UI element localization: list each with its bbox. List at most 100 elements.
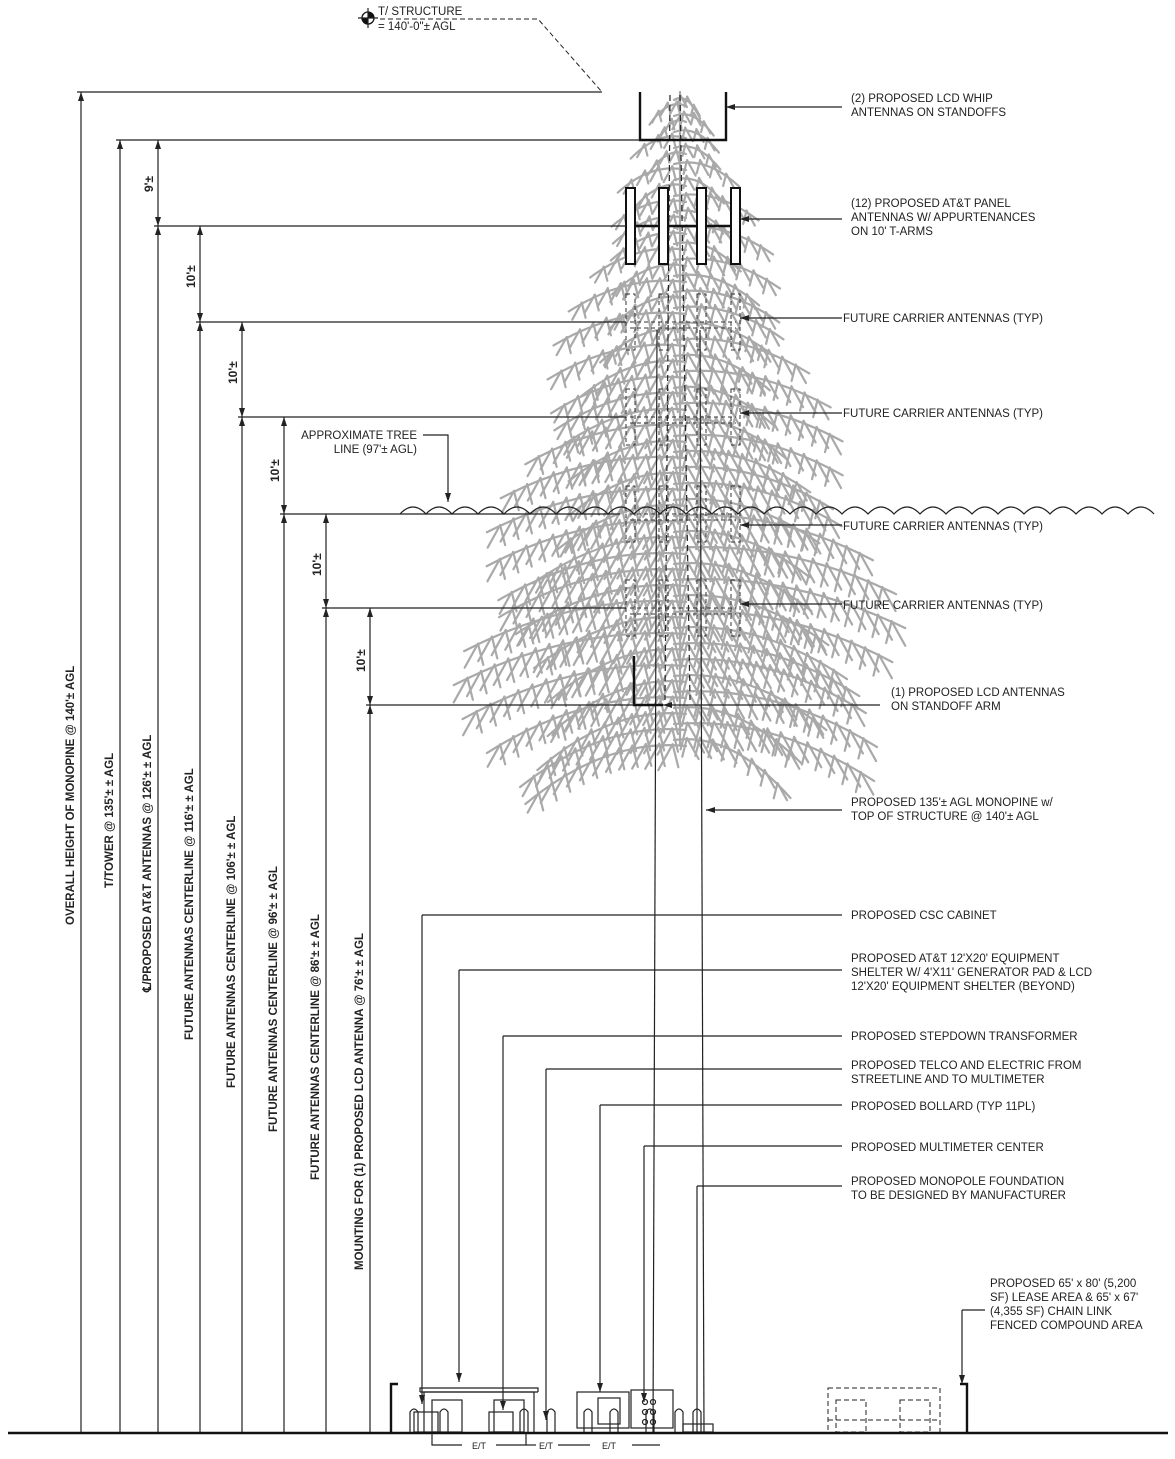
tree-needle bbox=[779, 494, 787, 517]
tree-needle bbox=[698, 432, 716, 461]
tree-needle bbox=[631, 742, 647, 770]
tree-needle bbox=[671, 519, 681, 549]
tree-needle bbox=[680, 593, 688, 618]
tree-needle bbox=[658, 469, 666, 491]
tree-needle bbox=[747, 503, 755, 525]
vertical-elevation-labels: OVERALL HEIGHT OF MONOPINE @ 140'± AGL T… bbox=[65, 666, 366, 1270]
tree-branch bbox=[672, 193, 760, 222]
tree-needle bbox=[737, 678, 745, 701]
tree-needle bbox=[730, 393, 737, 411]
tree-needle bbox=[590, 488, 608, 518]
tree-needle bbox=[580, 595, 588, 619]
tree-needle bbox=[632, 278, 640, 299]
callout-line: ANTENNAS W/ APPURTENANCES bbox=[851, 212, 1036, 224]
tree-needle bbox=[783, 697, 798, 721]
tree-needle bbox=[708, 448, 716, 470]
tree-needle bbox=[708, 528, 716, 551]
tree-needle bbox=[792, 523, 809, 551]
tree-needle bbox=[713, 353, 726, 374]
tree-needle bbox=[722, 172, 728, 188]
callout-line: 12'X20' EQUIPMENT SHELTER (BEYOND) bbox=[851, 981, 1075, 993]
dimension-arrow bbox=[367, 608, 373, 617]
tree-needle bbox=[619, 282, 627, 302]
tree-needle bbox=[571, 301, 583, 321]
tree-needle bbox=[539, 781, 554, 804]
tree-needle bbox=[644, 742, 653, 767]
tree-needle bbox=[831, 633, 839, 659]
tree-needle bbox=[699, 335, 715, 361]
tree-needle bbox=[787, 735, 796, 761]
tree-needle bbox=[632, 361, 639, 380]
bollard bbox=[519, 1408, 529, 1433]
tree-needle bbox=[745, 402, 753, 427]
tree-needle bbox=[631, 582, 648, 611]
tree-needle bbox=[817, 627, 826, 654]
tree-needle bbox=[736, 534, 743, 555]
tree-needle bbox=[742, 426, 755, 447]
tree-needle bbox=[747, 236, 759, 255]
tree-needle bbox=[803, 623, 812, 650]
tree-needle bbox=[658, 582, 667, 608]
tree-needle bbox=[857, 737, 865, 760]
tree-needle bbox=[601, 349, 609, 370]
multimeter-and-transformer-cabinets bbox=[576, 1389, 714, 1433]
tree-needle bbox=[680, 625, 689, 652]
tree-line-text-2: LINE (97'± AGL) bbox=[334, 444, 417, 456]
callout-line: ON 10' T-ARMS bbox=[851, 226, 933, 238]
tree-needle bbox=[819, 562, 828, 588]
tree-needle bbox=[658, 277, 666, 298]
tree-needle bbox=[574, 361, 581, 381]
tree-needle bbox=[671, 599, 681, 631]
tree-needle bbox=[724, 742, 738, 765]
tree-needle bbox=[551, 709, 568, 737]
tree-needle bbox=[486, 743, 502, 768]
tree-needle bbox=[643, 246, 650, 264]
tree-needle bbox=[696, 144, 706, 160]
leader-arrow bbox=[597, 1383, 603, 1392]
tree-needle bbox=[566, 419, 573, 439]
tree-needle bbox=[759, 516, 768, 543]
tree-needle bbox=[601, 735, 610, 759]
tree-needle bbox=[647, 244, 660, 266]
tree-needle bbox=[746, 514, 755, 541]
tree-needle bbox=[649, 159, 659, 174]
tree-needle bbox=[499, 524, 507, 547]
tree-needle bbox=[466, 676, 474, 701]
tree-needle bbox=[631, 550, 640, 577]
tree-needle bbox=[719, 432, 727, 457]
tree-needle bbox=[871, 613, 880, 639]
tree-needle bbox=[796, 598, 810, 620]
tree-needle bbox=[615, 653, 623, 675]
tree-needle bbox=[765, 489, 773, 513]
tree-needle bbox=[553, 403, 566, 424]
tree-needle bbox=[557, 670, 576, 701]
bollard bbox=[674, 1408, 684, 1433]
leader-arrow bbox=[456, 1373, 462, 1382]
tree-needle bbox=[571, 667, 590, 699]
tree-needle bbox=[751, 371, 766, 397]
top-structure-line1: T/ STRUCTURE bbox=[378, 6, 463, 18]
tree-needle bbox=[774, 515, 781, 536]
bollard bbox=[409, 1408, 419, 1433]
tree-needle bbox=[791, 481, 798, 500]
tree-needle bbox=[692, 128, 698, 142]
tree-needle bbox=[604, 569, 613, 595]
tree-needle bbox=[781, 581, 801, 614]
tree-needle bbox=[659, 101, 669, 116]
tree-needle bbox=[639, 199, 650, 217]
tree-needle bbox=[583, 293, 596, 314]
tree-needle bbox=[589, 633, 599, 663]
tree-needle bbox=[779, 731, 797, 760]
future-centerline-116-label: FUTURE ANTENNAS CENTERLINE @ 116'± ± AGL bbox=[184, 768, 196, 1040]
tree-needle bbox=[707, 624, 716, 650]
tree-needle bbox=[635, 204, 641, 221]
tree-needle bbox=[604, 454, 621, 484]
tree-needle bbox=[813, 532, 822, 557]
dimension-arrow bbox=[155, 226, 161, 235]
tree-needle bbox=[781, 355, 794, 377]
att-panel-antennas bbox=[625, 187, 741, 265]
tree-needle bbox=[776, 781, 789, 802]
tree-needle bbox=[614, 213, 626, 231]
tree-needle bbox=[800, 741, 809, 766]
tree-needle bbox=[569, 411, 582, 433]
